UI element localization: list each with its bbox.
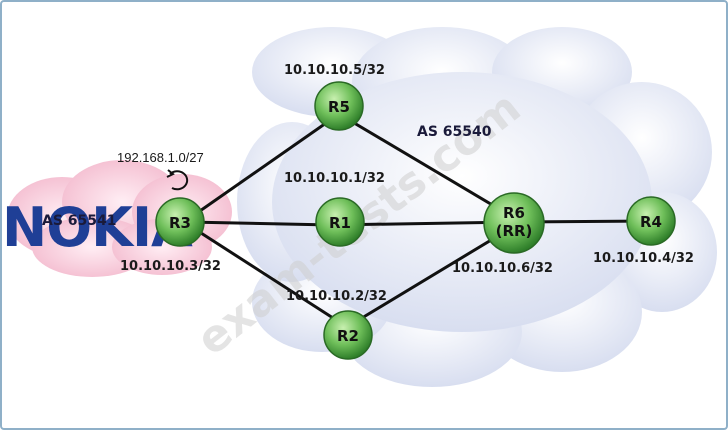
as65541-label: AS 65541 — [42, 213, 117, 229]
router-r1: R1 — [315, 197, 365, 247]
router-r5-name: R5 — [328, 98, 350, 116]
router-r6-name: R6 — [503, 204, 525, 222]
router-r6: R6 (RR) — [483, 192, 545, 254]
router-r3-ip: 10.10.10.3/32 — [120, 259, 221, 274]
prefix-label: 192.168.1.0/27 — [117, 150, 204, 165]
router-r4-ip: 10.10.10.4/32 — [593, 251, 694, 266]
router-r6-role: (RR) — [496, 222, 533, 240]
router-r4: R4 — [626, 196, 676, 246]
router-r2-name: R2 — [337, 327, 359, 345]
link-r3-r1 — [186, 220, 333, 227]
link-r5-r6 — [338, 112, 517, 221]
loopback-icon — [166, 169, 189, 191]
link-r2-r6 — [346, 223, 517, 329]
as65540-label: AS 65540 — [417, 124, 492, 140]
link-r3-r5 — [186, 112, 340, 222]
router-r4-name: R4 — [640, 213, 662, 231]
as65540-cloud — [237, 27, 717, 387]
router-r6-ip: 10.10.10.6/32 — [452, 261, 553, 276]
router-r1-ip: 10.10.10.1/32 — [284, 171, 385, 186]
router-r2-ip: 10.10.10.2/32 — [286, 289, 387, 304]
router-r5: R5 — [314, 81, 364, 131]
router-r2: R2 — [323, 310, 373, 360]
link-r3-r2 — [186, 222, 348, 329]
router-r3-name: R3 — [169, 214, 191, 232]
router-r1-name: R1 — [329, 214, 351, 232]
router-r5-ip: 10.10.10.5/32 — [284, 63, 385, 78]
router-r3: R3 — [155, 197, 205, 247]
